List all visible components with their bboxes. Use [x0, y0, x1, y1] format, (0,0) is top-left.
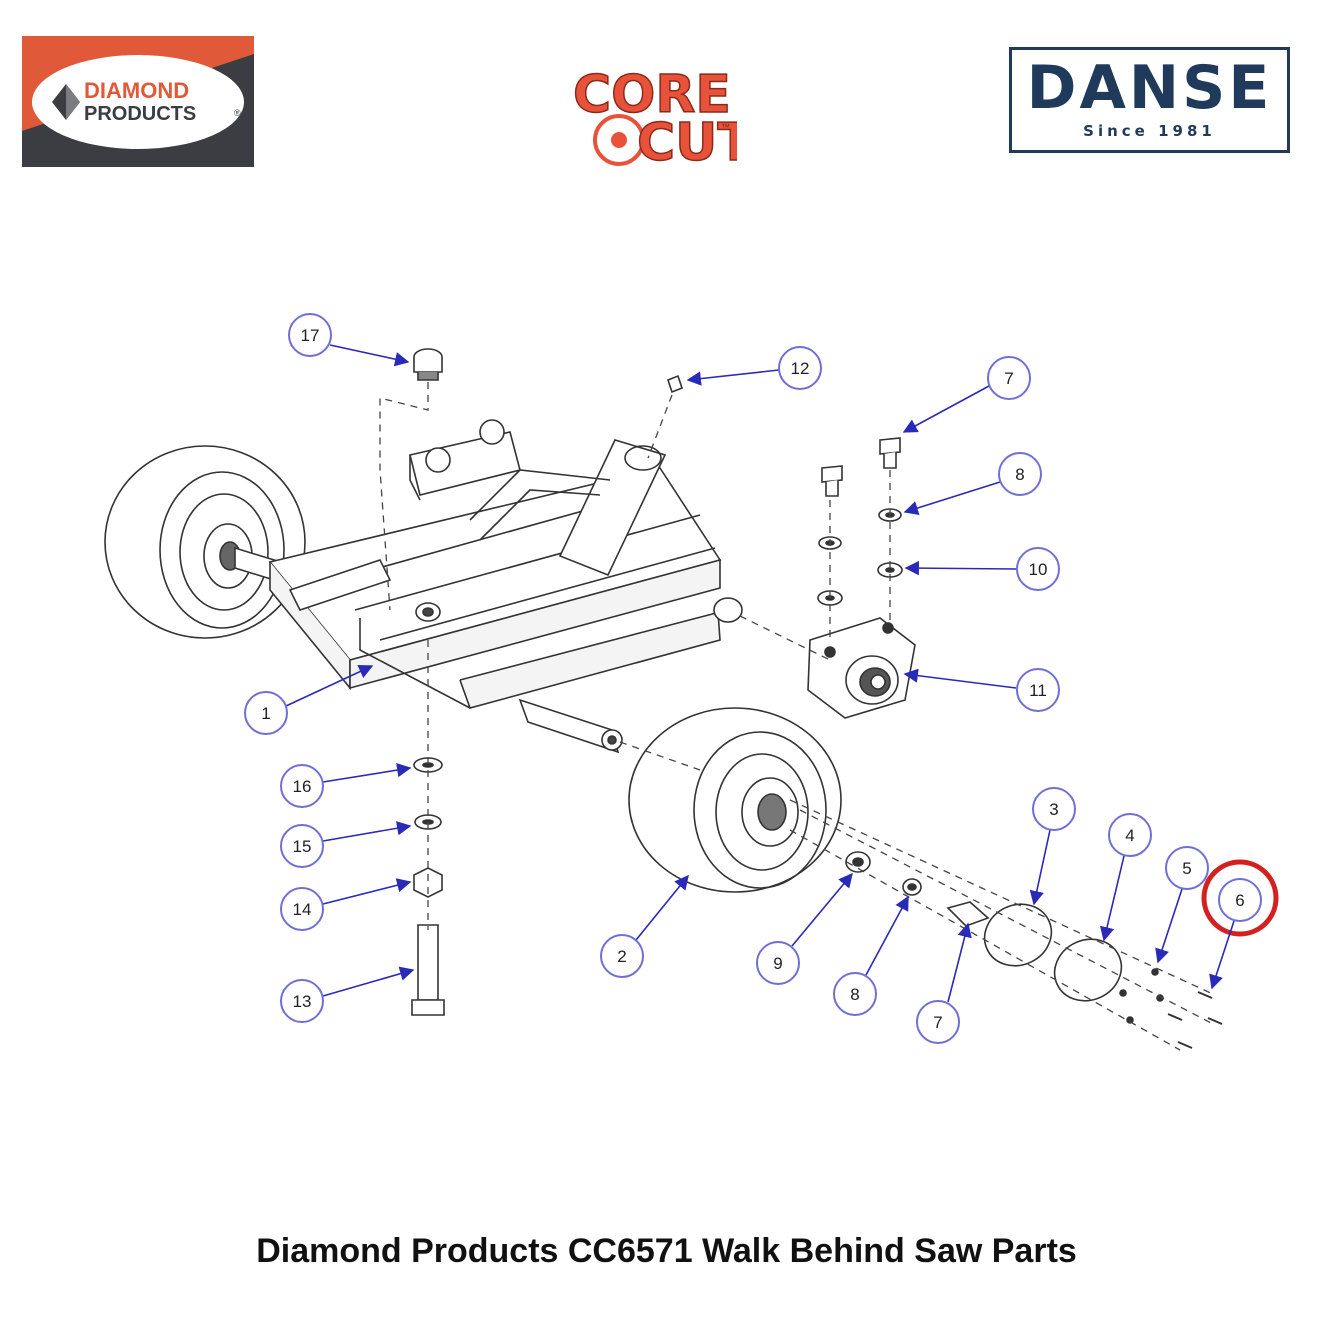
- cc-logo-line1: CORE: [573, 65, 731, 125]
- callout-7-bottom[interactable]: 7: [916, 922, 972, 1044]
- callouts: 17 12 7 8 10 11 1: [244, 313, 1262, 1044]
- callout-9[interactable]: 9: [756, 872, 853, 985]
- danse-logo-since: Since 1981: [1083, 122, 1216, 140]
- explode-lines: [379, 382, 1216, 1051]
- callout-13[interactable]: 13: [280, 966, 415, 1023]
- cc-logo-line2: CUT: [637, 113, 737, 172]
- callout-16[interactable]: 16: [280, 762, 412, 808]
- callout-label: 11: [1029, 681, 1047, 700]
- callout-1[interactable]: 1: [244, 664, 374, 735]
- saw-blade-icon: [593, 114, 645, 166]
- pillow-block-top: [409, 419, 521, 501]
- callout-label: 7: [1004, 369, 1013, 388]
- diamond-products-logo: DIAMOND PRODUCTS ®: [22, 36, 254, 167]
- callout-17[interactable]: 17: [288, 313, 410, 367]
- plug-17: [413, 348, 443, 381]
- dp-logo-line1: DIAMOND: [84, 78, 189, 103]
- callout-10[interactable]: 10: [904, 547, 1060, 591]
- callout-label: 3: [1049, 800, 1058, 819]
- right-wheel: [628, 707, 842, 893]
- callout-12[interactable]: 12: [686, 346, 822, 390]
- dp-logo-line2: PRODUCTS: [84, 103, 196, 125]
- callout-label: 5: [1182, 859, 1191, 878]
- callout-2[interactable]: 2: [600, 874, 689, 978]
- callout-label: 7: [933, 1013, 942, 1032]
- frame: [268, 439, 743, 754]
- callout-label: 8: [1015, 465, 1024, 484]
- page-title: Diamond Products CC6571 Walk Behind Saw …: [256, 1232, 1077, 1270]
- callout-label: 4: [1125, 826, 1134, 845]
- callout-14[interactable]: 14: [280, 878, 412, 931]
- callout-label: 12: [791, 359, 810, 378]
- callout-11[interactable]: 11: [903, 668, 1060, 712]
- callout-8-top[interactable]: 8: [903, 452, 1042, 515]
- left-wheel: [104, 445, 306, 639]
- callout-label: 15: [293, 837, 312, 856]
- callout-8-bottom[interactable]: 8: [833, 895, 909, 1016]
- callout-3[interactable]: 3: [1029, 787, 1076, 906]
- callout-6[interactable]: 6: [1209, 878, 1262, 990]
- callout-label: 10: [1029, 560, 1048, 579]
- cc-logo-tm: ™: [721, 122, 730, 132]
- callout-label: 9: [773, 954, 782, 973]
- callout-label: 1: [261, 704, 270, 723]
- dp-logo-reg: ®: [234, 108, 241, 118]
- pillow-block-11: [807, 617, 916, 719]
- callout-label: 16: [293, 777, 312, 796]
- callout-15[interactable]: 15: [280, 821, 412, 868]
- bolt-stack: [411, 757, 445, 1016]
- diamond-icon: [52, 84, 80, 120]
- callout-label: 14: [293, 900, 312, 919]
- core-cut-logo: CORE CUT ™: [572, 64, 737, 172]
- danse-logo-name: DANSE: [1026, 53, 1273, 123]
- callout-4[interactable]: 4: [1099, 813, 1152, 942]
- callout-label: 17: [301, 326, 320, 345]
- parts-drawing: [104, 348, 1223, 1049]
- danse-logo: DANSE Since 1981: [1009, 47, 1290, 153]
- callout-label: 6: [1235, 891, 1244, 910]
- highlight-circle-part-6: [1201, 859, 1279, 937]
- callout-label: 8: [850, 985, 859, 1004]
- callout-label: 13: [293, 992, 312, 1011]
- callout-5[interactable]: 5: [1155, 846, 1209, 964]
- callout-label: 2: [617, 947, 626, 966]
- callout-7-top[interactable]: 7: [902, 356, 1031, 433]
